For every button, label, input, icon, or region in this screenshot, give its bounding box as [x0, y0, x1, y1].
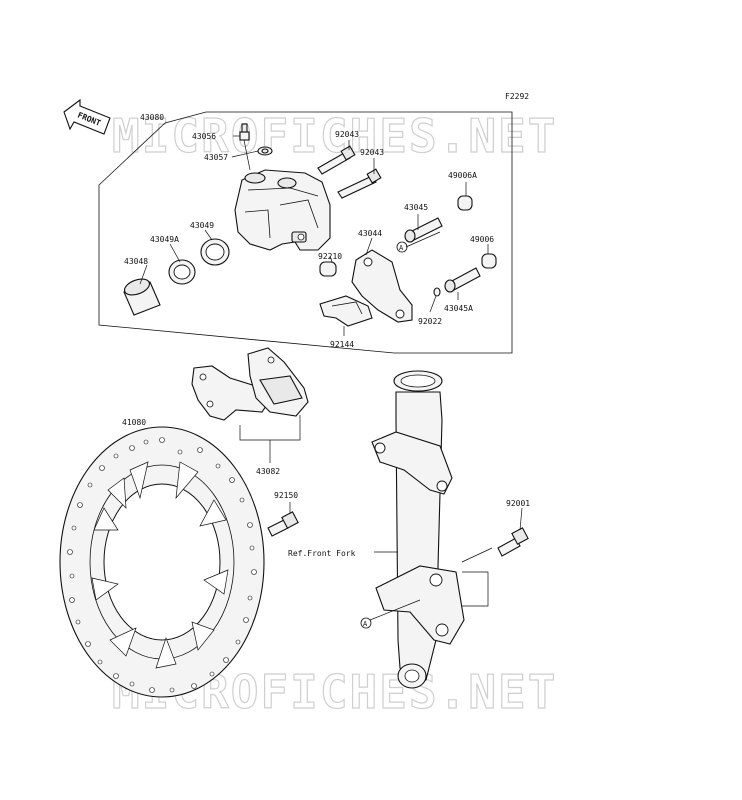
label-43049A: 43049A	[150, 235, 179, 244]
front-fork-leg	[371, 370, 465, 689]
label-92150: 92150	[274, 491, 298, 500]
label-92210: 92210	[318, 252, 342, 261]
label-43045: 43045	[404, 203, 428, 212]
label-43044: 43044	[358, 229, 382, 238]
piston	[123, 278, 161, 316]
slide-pin-upper	[404, 217, 443, 243]
label-43080: 43080	[140, 113, 164, 122]
pad-spring	[319, 295, 373, 327]
callout-a-upper: A	[396, 241, 408, 253]
ref-front-fork-label: Ref.Front Fork	[288, 549, 356, 558]
label-92144: 92144	[330, 340, 354, 349]
boot-lower	[481, 253, 497, 269]
callout-a-upper-label: A	[399, 244, 404, 252]
label-43057: 43057	[204, 153, 228, 162]
label-43082: 43082	[256, 467, 280, 476]
pad-group-bracket	[239, 415, 301, 441]
label-43056: 43056	[192, 132, 216, 141]
label-41080: 41080	[122, 418, 146, 427]
caliper-bolt-lower	[337, 168, 382, 199]
caliper-bolt-upper	[317, 145, 356, 175]
dust-seal	[168, 259, 196, 285]
boot-upper	[457, 195, 473, 211]
brake-pad-outer	[247, 347, 309, 417]
label-43049: 43049	[190, 221, 214, 230]
slide-pin-lower	[444, 267, 481, 293]
callout-a-lower: A	[360, 617, 372, 629]
piston-seal	[200, 238, 230, 266]
leader-lines	[139, 135, 523, 621]
axle-bolt	[497, 527, 529, 557]
label-49006: 49006	[470, 235, 494, 244]
pin-boot	[319, 261, 337, 277]
brake-pad-inner	[191, 365, 271, 421]
label-92022: 92022	[418, 317, 442, 326]
circlip	[433, 287, 441, 297]
label-49006A: 49006A	[448, 171, 477, 180]
label-92043-upper: 92043	[335, 130, 359, 139]
label-43045A: 43045A	[444, 304, 473, 313]
label-92001: 92001	[506, 499, 530, 508]
caliper-assembly-outline	[98, 111, 513, 354]
front-arrow-icon: FRONT	[63, 98, 111, 135]
disc-bolt	[267, 511, 299, 537]
label-43048: 43048	[124, 257, 148, 266]
caliper-bracket	[351, 249, 413, 323]
caliper-body	[234, 169, 331, 251]
brake-disc	[59, 426, 265, 698]
label-92043-lower: 92043	[360, 148, 384, 157]
bleed-valve-cap	[257, 146, 273, 156]
figure-code: F2292	[505, 92, 529, 101]
callout-a-lower-label: A	[363, 620, 368, 628]
